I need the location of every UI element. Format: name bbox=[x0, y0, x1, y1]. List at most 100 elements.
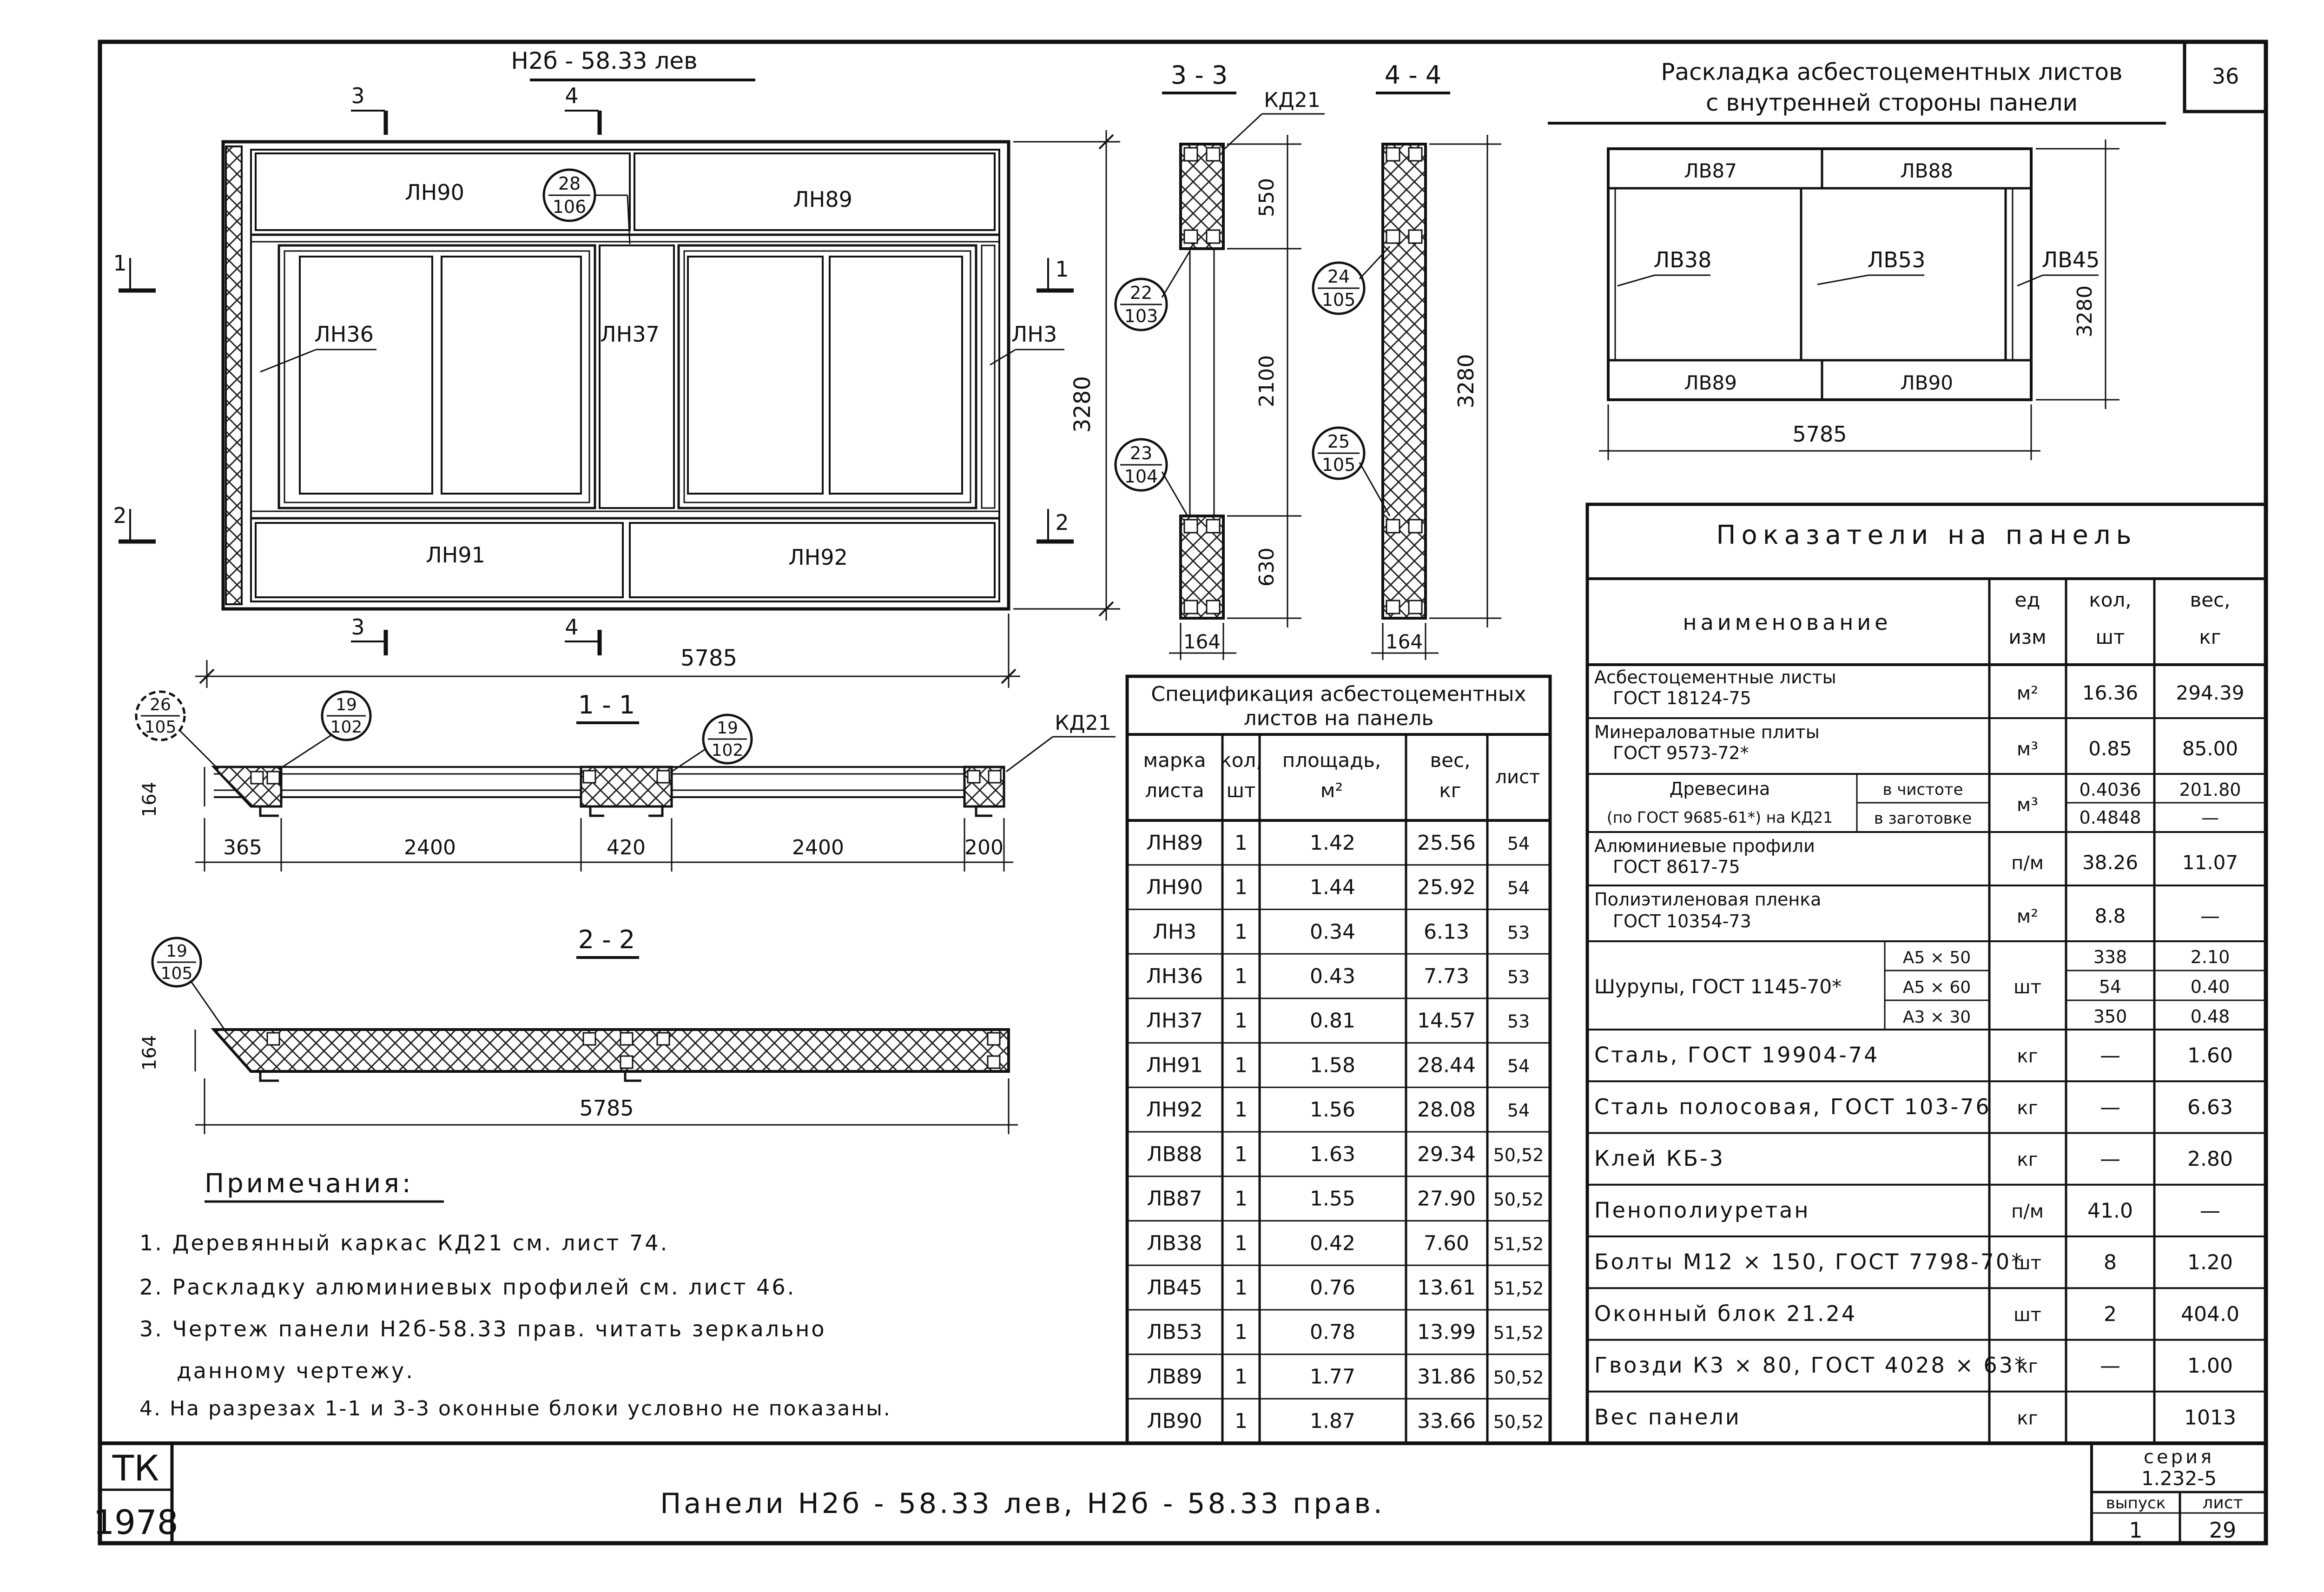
title-block: ТК 1978 Панели Н2б - 58.33 лев, Н2б - 58… bbox=[93, 1443, 2266, 1543]
ind-row-weight: 404.0 bbox=[2181, 1302, 2239, 1326]
section-11-d2400b: 2400 bbox=[792, 836, 844, 859]
ind-screws-qty-3: 350 bbox=[2093, 1006, 2127, 1027]
window-right-sash-a bbox=[687, 256, 824, 495]
section-11-clip-a bbox=[259, 806, 279, 817]
section-33-d630: 630 bbox=[1255, 548, 1279, 587]
sheet-lh90-outline bbox=[255, 152, 631, 231]
spec-cell-mark: ЛВ90 bbox=[1147, 1409, 1202, 1433]
callout-19c-leader bbox=[190, 980, 229, 1035]
spec-h-weight-2: кг bbox=[1439, 779, 1461, 802]
tb-sheet-label: лист bbox=[2202, 1493, 2243, 1513]
spec-cell-sheet: 53 bbox=[1507, 922, 1530, 943]
spec-cell-mark: ЛН36 bbox=[1146, 964, 1203, 988]
ind-screws-size-3: А3 × 30 bbox=[1903, 1008, 1971, 1027]
ind-asbestos-name-2: ГОСТ 18124-75 bbox=[1613, 688, 1751, 708]
spec-table: Спецификация асбестоцементных листов на … bbox=[1125, 674, 1552, 1445]
section-4-4: 4 - 4 3280 164 24 105 25 105 bbox=[1312, 60, 1501, 660]
section-22-stud-d bbox=[656, 1032, 670, 1046]
label-lh90: ЛН90 bbox=[405, 180, 464, 205]
section-22-body bbox=[211, 1028, 1010, 1073]
sheet-lh37-outline bbox=[599, 244, 675, 509]
note-4: 4. На разрезах 1-1 и 3-3 оконные блоки у… bbox=[139, 1397, 891, 1420]
ind-row-weight: 1.20 bbox=[2187, 1251, 2233, 1275]
ind-wood-qty-1: 0.4036 bbox=[2080, 779, 2141, 800]
spec-cell-area: 0.81 bbox=[1310, 1009, 1355, 1033]
label-lh92: ЛН92 bbox=[788, 545, 848, 570]
section-11-clip-b bbox=[589, 806, 604, 817]
section-2-2: 2 - 2 19 105 164 5785 bbox=[139, 925, 1018, 1134]
section-mark-2-left-label: 2 bbox=[113, 503, 126, 528]
callout-23-num: 23 bbox=[1130, 443, 1152, 463]
notes: Примечания: 1. Деревянный каркас КД21 см… bbox=[139, 1169, 891, 1420]
ind-h-unit-2: изм bbox=[2008, 626, 2046, 648]
section-11-d2400a: 2400 bbox=[404, 836, 456, 859]
spec-h-area-2: м² bbox=[1320, 779, 1343, 802]
inner-layout-lb38-outline bbox=[1607, 187, 1802, 362]
callout-28-num: 28 bbox=[558, 173, 581, 194]
elevation-title: Н2б - 58.33 лев bbox=[511, 47, 697, 74]
section-44-stud-e bbox=[1386, 519, 1400, 534]
spec-cell-weight: 29.34 bbox=[1417, 1143, 1476, 1166]
section-11-mid-stud-a bbox=[582, 770, 596, 784]
section-44-stud-a bbox=[1386, 147, 1400, 162]
ind-row-unit: шт bbox=[2014, 1304, 2041, 1326]
ind-poly-weight: — bbox=[2200, 905, 2220, 927]
spec-h-qty-2: шт bbox=[1227, 779, 1256, 802]
section-22-stud-a bbox=[266, 1032, 280, 1046]
note-2: 2. Раскладку алюминиевых профилей см. ли… bbox=[139, 1275, 796, 1300]
section-mark-4-top-label: 4 bbox=[565, 83, 578, 108]
section-33-bottom-stud-b bbox=[1206, 519, 1221, 534]
inner-label-lb38: ЛВ38 bbox=[1654, 247, 1712, 272]
tb-tk: ТК bbox=[112, 1447, 159, 1489]
dim-height-tick-bottom bbox=[1098, 601, 1114, 617]
tb-series-label: серия bbox=[2144, 1447, 2214, 1468]
panel-outline bbox=[221, 140, 1010, 611]
spec-cell-area: 0.76 bbox=[1310, 1276, 1355, 1300]
tb-sheet: 29 bbox=[2209, 1518, 2237, 1543]
inner-dim-height: 3280 bbox=[2073, 285, 2097, 337]
spec-title-1: Спецификация асбестоцементных bbox=[1151, 682, 1526, 706]
ind-row-weight: 2.80 bbox=[2187, 1147, 2233, 1171]
sheet-number-box bbox=[2183, 40, 2268, 113]
section-44-stud-h bbox=[1408, 600, 1423, 614]
ind-row-weight: — bbox=[2200, 1199, 2220, 1222]
section-11-d164: 164 bbox=[139, 782, 160, 817]
section-11-left-block bbox=[211, 766, 283, 808]
section-33-top-stud-b bbox=[1206, 147, 1221, 162]
ind-row-qty: 8 bbox=[2104, 1251, 2117, 1275]
inner-leader-lb53-b bbox=[1817, 274, 1869, 285]
callout-19c-num: 19 bbox=[166, 942, 187, 961]
ind-screws-weight-2: 0.40 bbox=[2191, 977, 2230, 997]
ind-aluminum-name-1: Алюминиевые профили bbox=[1594, 836, 1815, 856]
leader-lh36-b bbox=[260, 349, 317, 373]
note-1: 1. Деревянный каркас КД21 см. лист 74. bbox=[139, 1230, 669, 1255]
section-33-d2100: 2100 bbox=[1255, 355, 1279, 407]
ind-row-unit: п/м bbox=[2011, 1201, 2044, 1222]
label-lh91: ЛН91 bbox=[426, 542, 485, 568]
ind-wood-weight-1: 201.80 bbox=[2179, 779, 2241, 800]
window-right-inner bbox=[683, 250, 971, 503]
section-22-d164: 164 bbox=[139, 1035, 160, 1070]
section-22-stud-g bbox=[987, 1055, 1001, 1069]
spec-cell-sheet: 50,52 bbox=[1493, 1367, 1544, 1387]
section-44-stud-b bbox=[1408, 147, 1423, 162]
ind-row-name: Гвозди К3 × 80, ГОСТ 4028 × 63* bbox=[1594, 1353, 2027, 1378]
section-33-top-stud-c bbox=[1183, 229, 1198, 244]
section-mark-3-bottom-label: 3 bbox=[351, 614, 364, 640]
callout-25-num: 25 bbox=[1327, 431, 1350, 452]
section-11-title: 1 - 1 bbox=[578, 690, 635, 720]
section-22-clip-a bbox=[259, 1071, 279, 1082]
ind-wood-name-2: (по ГОСТ 9685-61*) на КД21 bbox=[1607, 808, 1833, 826]
section-33-bottom-stud-d bbox=[1206, 600, 1221, 614]
spec-cell-weight: 25.56 bbox=[1417, 831, 1476, 855]
ind-row-qty: — bbox=[2100, 1096, 2120, 1119]
ind-row-name: Клей КБ-3 bbox=[1594, 1146, 1725, 1171]
callout-25-leader bbox=[1359, 462, 1391, 516]
spec-cell-weight: 33.66 bbox=[1417, 1409, 1476, 1433]
section-3-3: 3 - 3 КД21 550 2100 630 164 bbox=[1114, 60, 1325, 660]
sheet-lh91-outline bbox=[255, 522, 624, 598]
spec-cell-qty: 1 bbox=[1235, 964, 1248, 988]
callout-25-den: 105 bbox=[1322, 455, 1356, 475]
ind-row-weight: 1013 bbox=[2184, 1406, 2236, 1429]
